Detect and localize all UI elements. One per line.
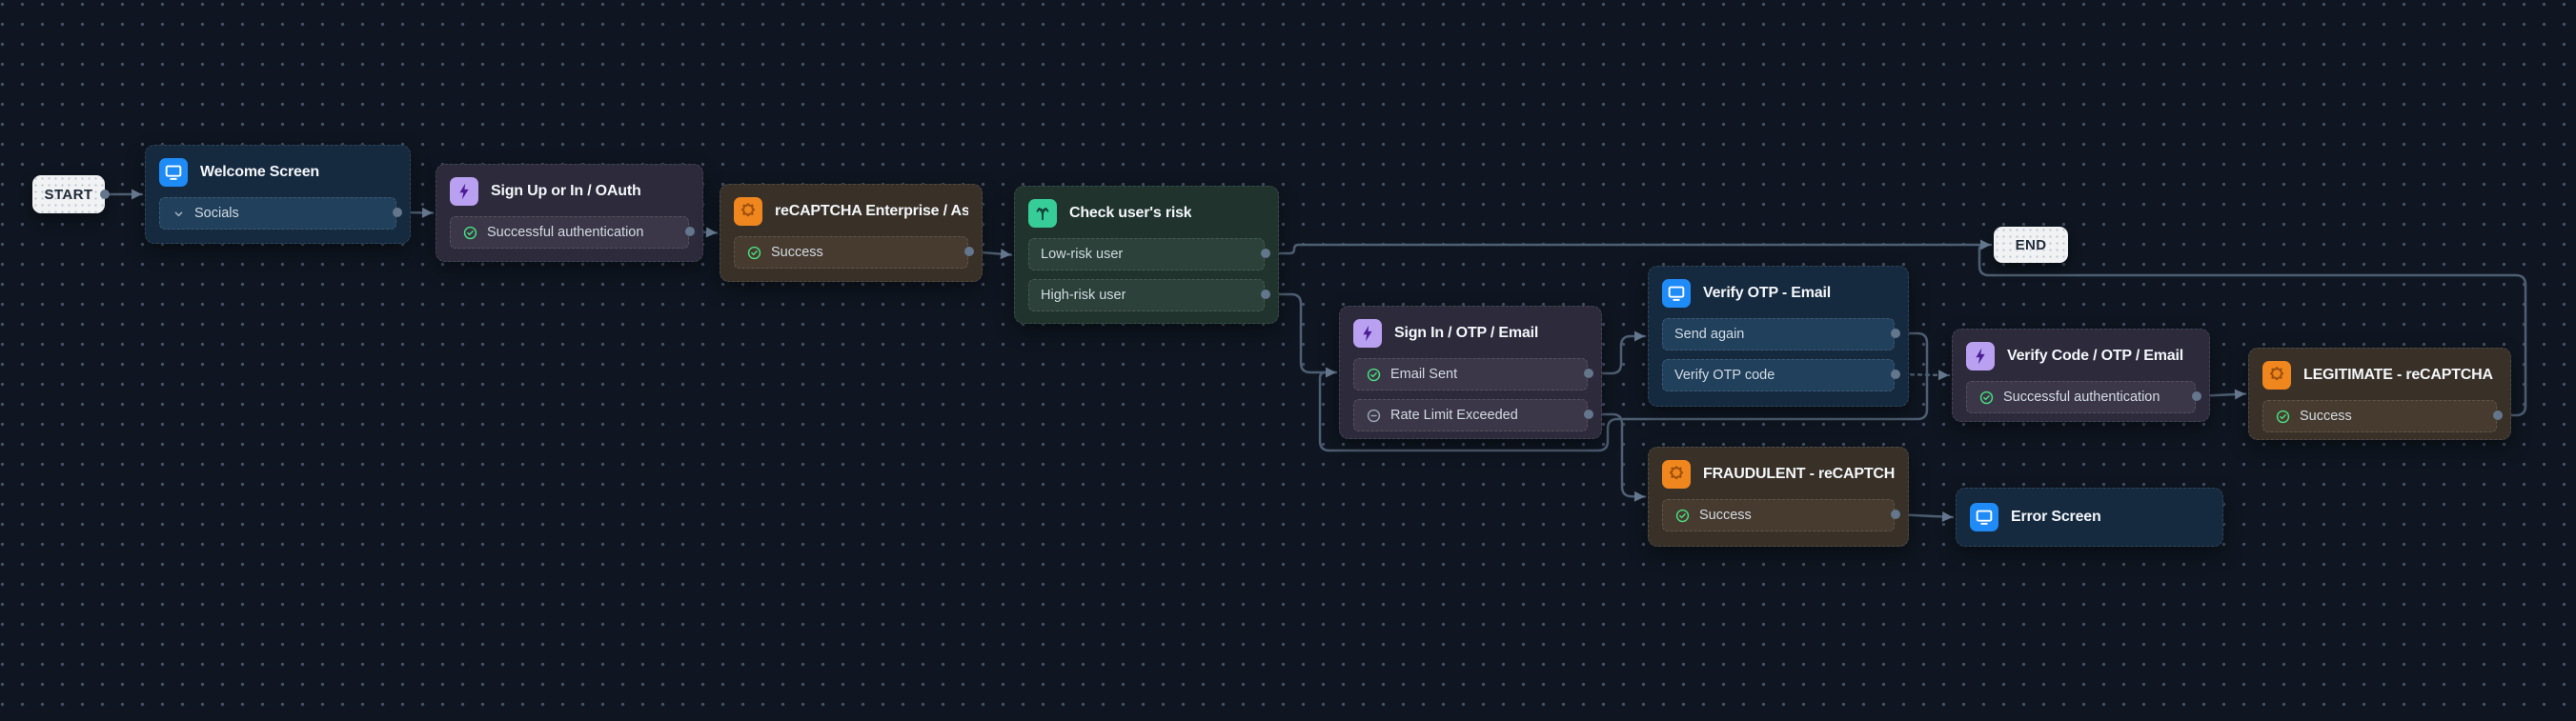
node-header: reCAPTCHA Enterprise / Assess <box>720 185 982 226</box>
node-title: Sign In / OTP / Email <box>1394 325 1539 341</box>
arrowhead-lowrisk-end <box>1980 239 1991 250</box>
arrowhead-verifyotpcode-verifycode <box>1937 370 1949 381</box>
row-label: High-risk user <box>1041 288 1126 303</box>
output-row-verify-otp-code[interactable]: Verify OTP code <box>1662 359 1895 391</box>
check-circle-icon <box>1674 508 1691 524</box>
output-row-socials[interactable]: Socials <box>159 197 396 230</box>
node-header: Sign In / OTP / Email <box>1340 307 1601 348</box>
arrowhead-ratelimit-fraudulent <box>1633 491 1645 502</box>
chevron-down-icon <box>172 207 186 221</box>
node-rows: Success <box>2262 400 2497 432</box>
row-label: Successful authentication <box>487 225 644 240</box>
node-header: FRAUDULENT - reCAPTCHA Ent... <box>1649 448 1908 489</box>
node-header: Error Screen <box>1957 503 2222 531</box>
check-circle-icon <box>1978 390 1995 406</box>
screen-icon <box>159 158 188 187</box>
arrowhead-socials-signup <box>421 207 433 218</box>
node-title: Welcome Screen <box>200 164 319 180</box>
output-row-success[interactable]: Success <box>734 236 968 269</box>
arrowhead-start-welcome <box>132 189 142 200</box>
arrowhead-highrisk-signin <box>1326 367 1336 378</box>
output-row-successful-authentication[interactable]: Successful authentication <box>1966 381 2196 413</box>
row-label: Send again <box>1674 327 1745 342</box>
node-header: Check user's risk <box>1015 187 1278 228</box>
node-error[interactable]: Error Screen <box>1956 488 2223 547</box>
arrowhead-fraudulent-error <box>1941 511 1953 522</box>
check-circle-icon <box>1366 367 1382 383</box>
check-circle-icon <box>2275 409 2291 425</box>
node-title: Sign Up or In / OAuth <box>491 183 641 199</box>
output-row-email-sent[interactable]: Email Sent <box>1353 358 1588 391</box>
row-label: Verify OTP code <box>1674 368 1775 383</box>
flash-icon <box>1966 342 1995 371</box>
arrowhead-verifycode-legitimate <box>2234 389 2245 400</box>
end-node[interactable]: END <box>1994 227 2068 263</box>
output-row-success[interactable]: Success <box>1662 499 1895 531</box>
row-label: Rate Limit Exceeded <box>1390 408 1518 423</box>
row-label: Email Sent <box>1390 367 1458 382</box>
arrowhead-signup-recaptcha <box>705 227 717 238</box>
screen-icon <box>1662 279 1691 308</box>
output-row-send-again[interactable]: Send again <box>1662 318 1895 350</box>
row-label: Successful authentication <box>2003 390 2160 405</box>
screen-icon <box>1970 503 1998 531</box>
branch-icon <box>1028 199 1057 228</box>
edge-lowrisk-end[interactable] <box>1264 243 1993 255</box>
end-label: END <box>2015 236 2047 253</box>
output-row-high-risk-user[interactable]: High-risk user <box>1028 279 1265 311</box>
output-row-low-risk-user[interactable]: Low-risk user <box>1028 238 1265 270</box>
captcha-icon <box>1662 460 1691 489</box>
output-row-successful-authentication[interactable]: Successful authentication <box>450 216 689 249</box>
node-header: Sign Up or In / OAuth <box>436 165 702 206</box>
captcha-icon <box>2262 361 2291 390</box>
node-header: Verify Code / OTP / Email <box>1953 330 2209 371</box>
check-circle-icon <box>462 225 478 241</box>
start-node[interactable]: START <box>32 175 105 213</box>
node-rows: Socials <box>159 197 396 230</box>
node-title: Error Screen <box>2011 509 2101 525</box>
arrowhead-emailsent-verifyotp <box>1634 330 1645 342</box>
row-label: Success <box>2300 409 2352 424</box>
arrowhead-recaptcha-check <box>1000 249 1011 260</box>
node-title: reCAPTCHA Enterprise / Assess <box>775 203 968 219</box>
start-label: START <box>44 186 93 203</box>
row-label: Socials <box>194 206 239 221</box>
node-fraudulent[interactable]: FRAUDULENT - reCAPTCHA Ent... Success <box>1648 447 1909 547</box>
row-label: Low-risk user <box>1041 247 1124 262</box>
node-rows: Successful authentication <box>450 216 689 249</box>
node-title: LEGITIMATE - reCAPTCHA Enter... <box>2303 367 2497 383</box>
node-title: Verify Code / OTP / Email <box>2007 348 2183 364</box>
row-label: Success <box>771 245 823 260</box>
flash-icon <box>1353 319 1382 348</box>
node-header: Verify OTP - Email <box>1649 267 1908 308</box>
check-circle-icon <box>746 245 762 261</box>
node-rows: Successful authentication <box>1966 381 2196 413</box>
node-rows: Success <box>734 236 968 269</box>
node-legitimate[interactable]: LEGITIMATE - reCAPTCHA Enter... Success <box>2248 348 2511 440</box>
output-row-success[interactable]: Success <box>2262 400 2497 432</box>
node-title: Check user's risk <box>1069 205 1192 221</box>
node-recaptcha[interactable]: reCAPTCHA Enterprise / AssessSuccess <box>720 184 983 282</box>
minus-circle-icon <box>1366 408 1382 424</box>
node-header: Welcome Screen <box>146 146 410 187</box>
node-title: Verify OTP - Email <box>1703 285 1831 301</box>
output-row-rate-limit-exceeded[interactable]: Rate Limit Exceeded <box>1353 399 1588 431</box>
flash-icon <box>450 177 478 206</box>
node-header: LEGITIMATE - reCAPTCHA Enter... <box>2249 349 2510 390</box>
node-rows: Success <box>1662 499 1895 531</box>
row-label: Success <box>1699 508 1752 523</box>
captcha-icon <box>734 197 762 226</box>
node-title: FRAUDULENT - reCAPTCHA Ent... <box>1703 466 1895 482</box>
